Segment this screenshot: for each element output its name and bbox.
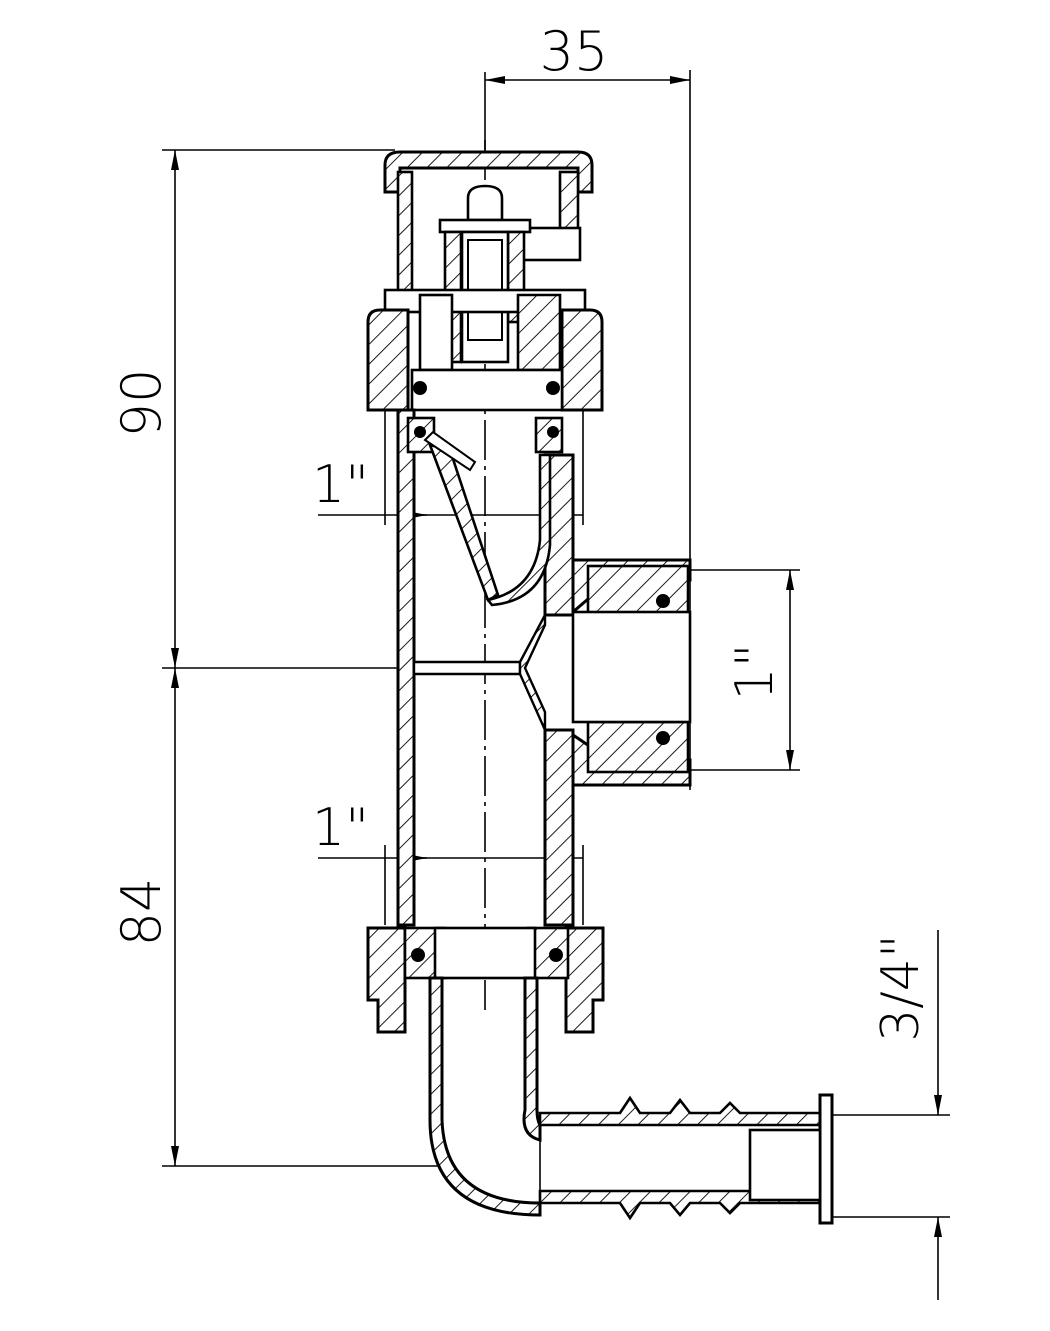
dimension-lower-height-label: 84 — [110, 878, 173, 947]
dimension-top-width: 35 — [484, 20, 691, 790]
main-body-tube — [396, 408, 575, 927]
dimension-upper-bore: 1" — [312, 410, 584, 525]
dimension-top-width-label: 35 — [540, 20, 609, 83]
dimension-upper-bore-label: 1" — [312, 455, 369, 515]
dimension-upper-height-label: 90 — [110, 369, 173, 438]
dimension-side-outlet: 1" — [690, 569, 800, 771]
dimension-hose-outlet: 3/4" — [830, 930, 950, 1300]
valve-stem — [438, 184, 532, 364]
side-outlet — [571, 558, 692, 787]
dimension-side-outlet-label: 1" — [725, 643, 785, 700]
dimension-lower-bore-label: 1" — [312, 798, 369, 858]
check-valve-flap — [423, 430, 552, 607]
dimension-lower-bore: 1" — [312, 798, 584, 925]
top-cap — [383, 150, 594, 299]
elbow-hose-barb — [428, 976, 834, 1225]
upper-union-nut — [366, 288, 604, 412]
dimension-hose-outlet-label: 3/4" — [871, 934, 931, 1042]
lower-union-nut — [366, 926, 605, 1034]
dimension-left-heights: 90 84 — [110, 149, 520, 1167]
